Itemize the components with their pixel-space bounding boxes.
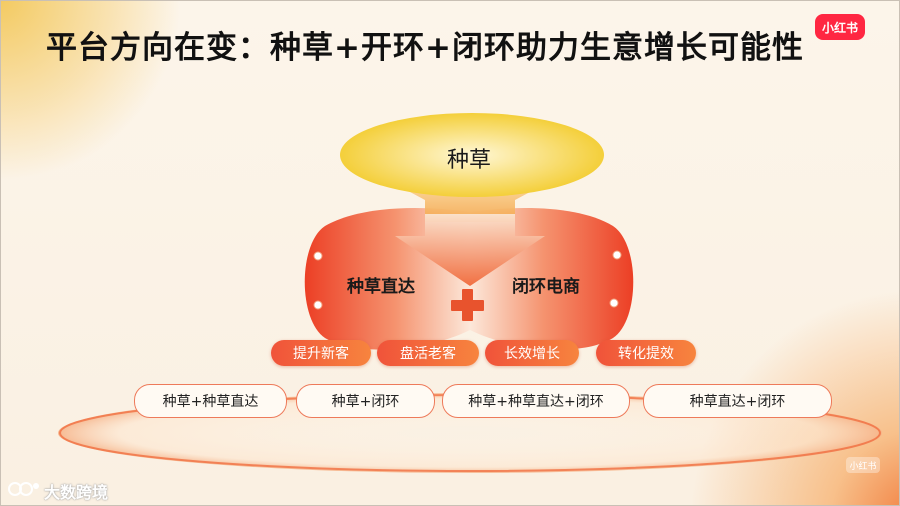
combo-pill: 种草+种草直达 [134, 384, 287, 418]
combo-pill: 种草+闭环 [296, 384, 435, 418]
watermark: 大数跨境 [8, 479, 108, 503]
xiaohongshu-logo: 小红书 [815, 14, 865, 40]
benefit-pill: 转化提效 [596, 340, 696, 366]
benefit-pill: 盘活老客 [377, 340, 479, 366]
slide-title: 平台方向在变：种草+开环+闭环助力生意增长可能性 [46, 30, 804, 66]
watermark-text: 大数跨境 [44, 483, 109, 502]
right-dot-bottom [609, 298, 619, 308]
seeding-label: 种草 [447, 148, 492, 173]
combo-pill: 种草+种草直达+闭环 [442, 384, 630, 418]
watermark-logo-icon [8, 480, 40, 502]
right-dot-top [612, 250, 622, 260]
benefit-pill: 提升新客 [271, 340, 371, 366]
direct-seeding-label: 种草直达 [347, 277, 415, 297]
plus-icon [451, 289, 484, 321]
benefit-pill: 长效增长 [485, 340, 579, 366]
closed-loop-ecommerce-label: 闭环电商 [512, 277, 580, 297]
down-arrow [395, 214, 545, 286]
left-dot-bottom [313, 300, 323, 310]
corner-watermark: 小红书 [846, 457, 880, 473]
combo-pill: 种草直达+闭环 [643, 384, 832, 418]
seeding-ellipse [340, 113, 604, 197]
left-dot-top [313, 251, 323, 261]
